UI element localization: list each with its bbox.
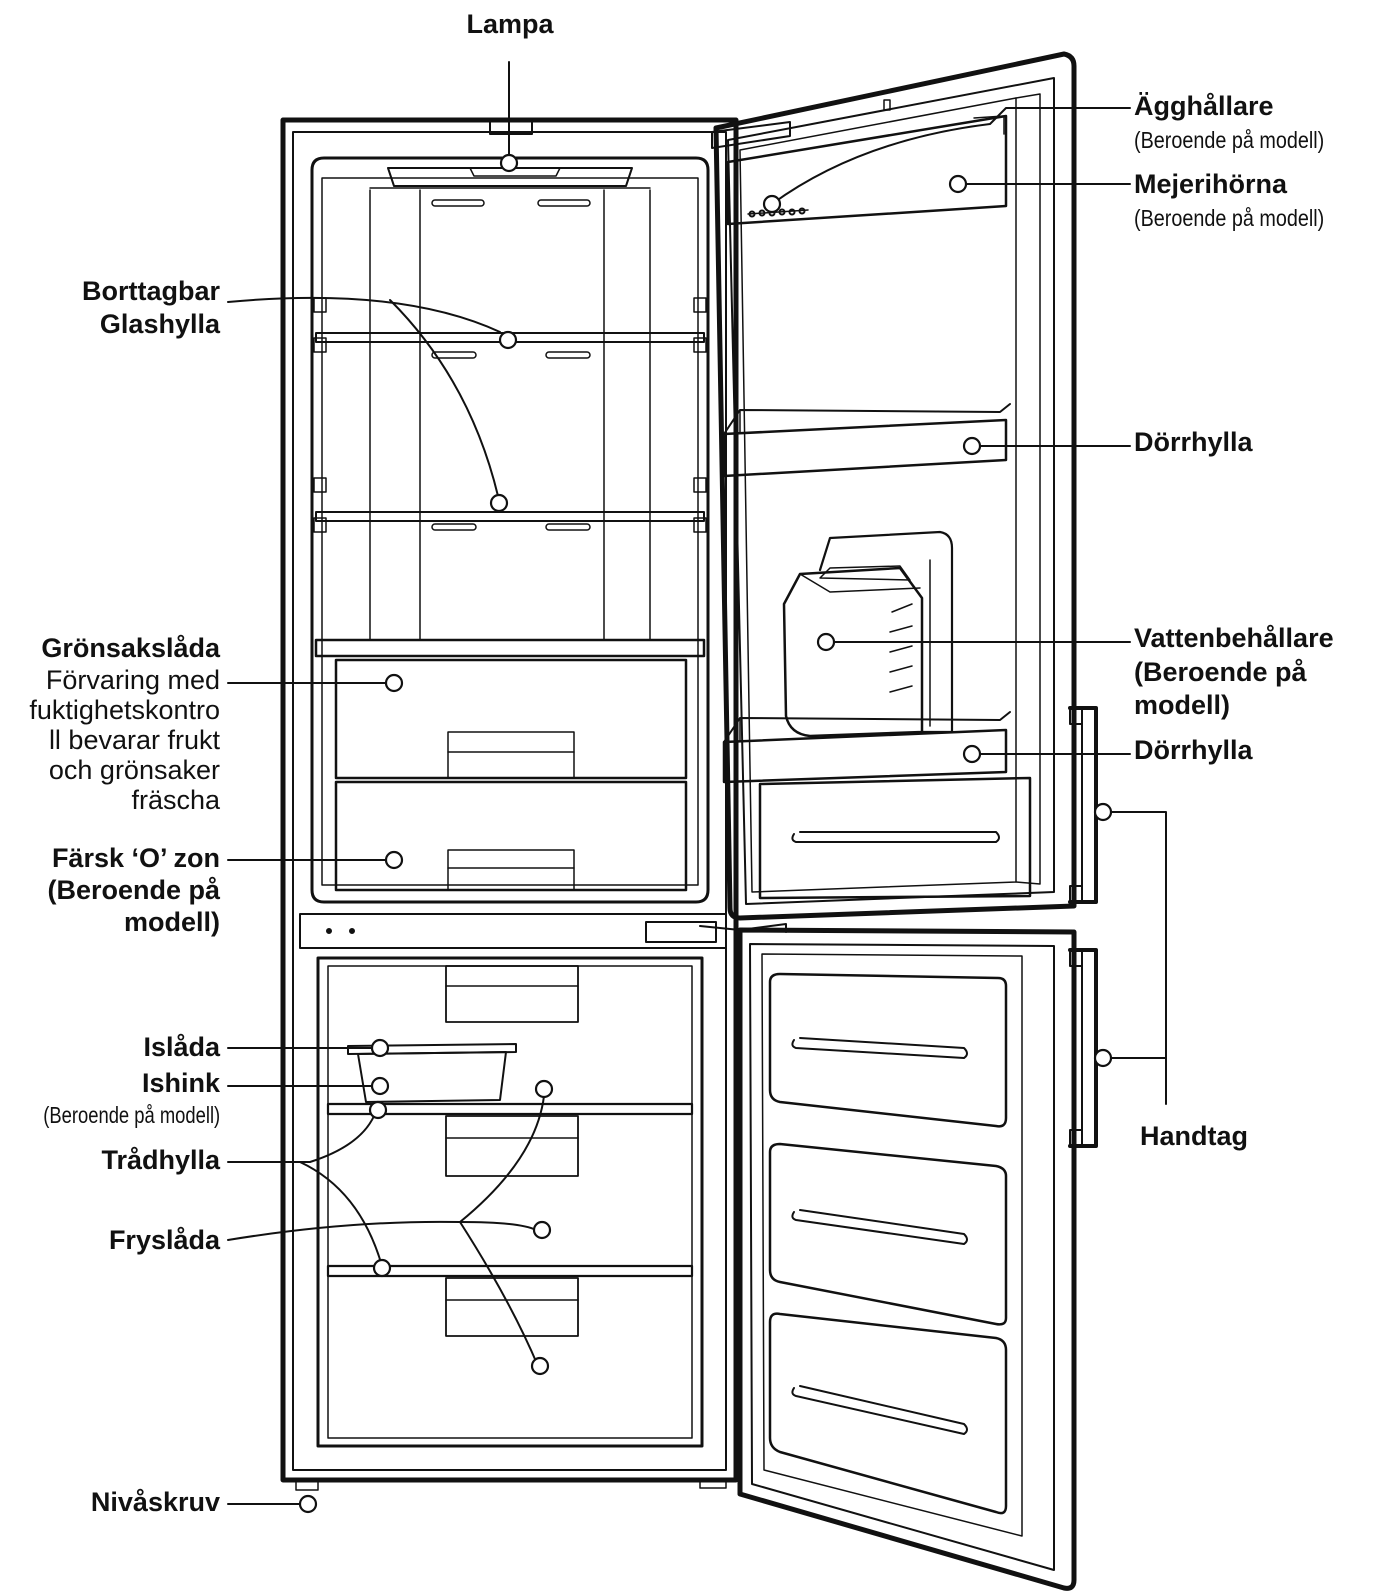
point-wire-shelf-2 bbox=[372, 1258, 392, 1278]
callout-lines bbox=[227, 61, 1167, 1505]
label-farsk-zon: Färsk ‘O’ zon bbox=[51, 843, 220, 873]
label-ishink: Ishink bbox=[141, 1068, 220, 1098]
point-crisper bbox=[384, 673, 404, 693]
label-islada: Islåda bbox=[143, 1032, 220, 1062]
label-farsk-note-2: modell) bbox=[123, 907, 220, 937]
label-agghallare: Ägghållare bbox=[1134, 91, 1274, 121]
label-farsk-note-1: (Beroende på bbox=[47, 875, 220, 905]
point-dairy-corner bbox=[948, 174, 968, 194]
label-glashylla: Glashylla bbox=[99, 309, 220, 339]
label-mejerihorna: Mejerihörna bbox=[1134, 169, 1288, 199]
point-leveling-screw bbox=[298, 1494, 318, 1514]
label-gronsakslada: Grönsakslåda bbox=[41, 633, 220, 663]
label-borttagbar: Borttagbar bbox=[81, 276, 220, 306]
point-freezer-drawer-1 bbox=[534, 1079, 554, 1099]
label-handtag: Handtag bbox=[1140, 1121, 1248, 1151]
lower-door bbox=[699, 923, 1098, 1591]
label-vatten-note-2: modell) bbox=[1134, 690, 1231, 720]
point-fresh-zone bbox=[384, 850, 404, 870]
point-ice-bin bbox=[370, 1076, 390, 1096]
label-vattenbehallare: Vattenbehållare bbox=[1134, 623, 1334, 653]
label-vatten-note-1: (Beroende på bbox=[1134, 657, 1307, 687]
point-freezer-drawer-2 bbox=[532, 1220, 552, 1240]
point-ice-tray bbox=[370, 1038, 390, 1058]
point-egg-holder bbox=[762, 194, 782, 214]
point-lamp bbox=[499, 153, 519, 173]
label-dorrhylla-2: Dörrhylla bbox=[1134, 735, 1253, 765]
label-dorrhylla-1: Dörrhylla bbox=[1134, 427, 1253, 457]
label-gronsak-desc-2: fuktighetskontro bbox=[29, 695, 220, 725]
point-handle-upper bbox=[1093, 802, 1113, 822]
fridge-cabinet bbox=[280, 117, 739, 1491]
upper-door bbox=[711, 51, 1098, 921]
point-door-shelf-2 bbox=[962, 744, 982, 764]
point-handle-lower bbox=[1093, 1048, 1113, 1068]
label-agghallare-note: (Beroende på modell) bbox=[1134, 127, 1325, 153]
point-door-shelf-1 bbox=[962, 436, 982, 456]
label-gronsak-desc-3: ll bevarar frukt bbox=[48, 725, 220, 755]
point-wire-shelf-1 bbox=[368, 1100, 388, 1120]
label-gronsak-desc-1: Förvaring med bbox=[45, 665, 220, 695]
point-glass-shelf-2 bbox=[489, 493, 509, 513]
label-gronsak-desc-5: fräscha bbox=[131, 785, 220, 815]
point-water-tank bbox=[816, 632, 836, 652]
label-nivaskruv: Nivåskruv bbox=[90, 1487, 220, 1517]
label-ishink-note: (Beroende på modell) bbox=[43, 1102, 220, 1128]
label-gronsak-desc-4: och grönsaker bbox=[48, 755, 220, 785]
point-freezer-drawer-3 bbox=[530, 1356, 550, 1376]
point-glass-shelf-1 bbox=[498, 330, 518, 350]
label-fryslada: Fryslåda bbox=[108, 1225, 220, 1255]
label-lampa: Lampa bbox=[466, 9, 554, 39]
label-mejerihorna-note: (Beroende på modell) bbox=[1134, 205, 1325, 231]
callout-points bbox=[298, 153, 1113, 1514]
label-tradhylla: Trådhylla bbox=[101, 1145, 220, 1175]
